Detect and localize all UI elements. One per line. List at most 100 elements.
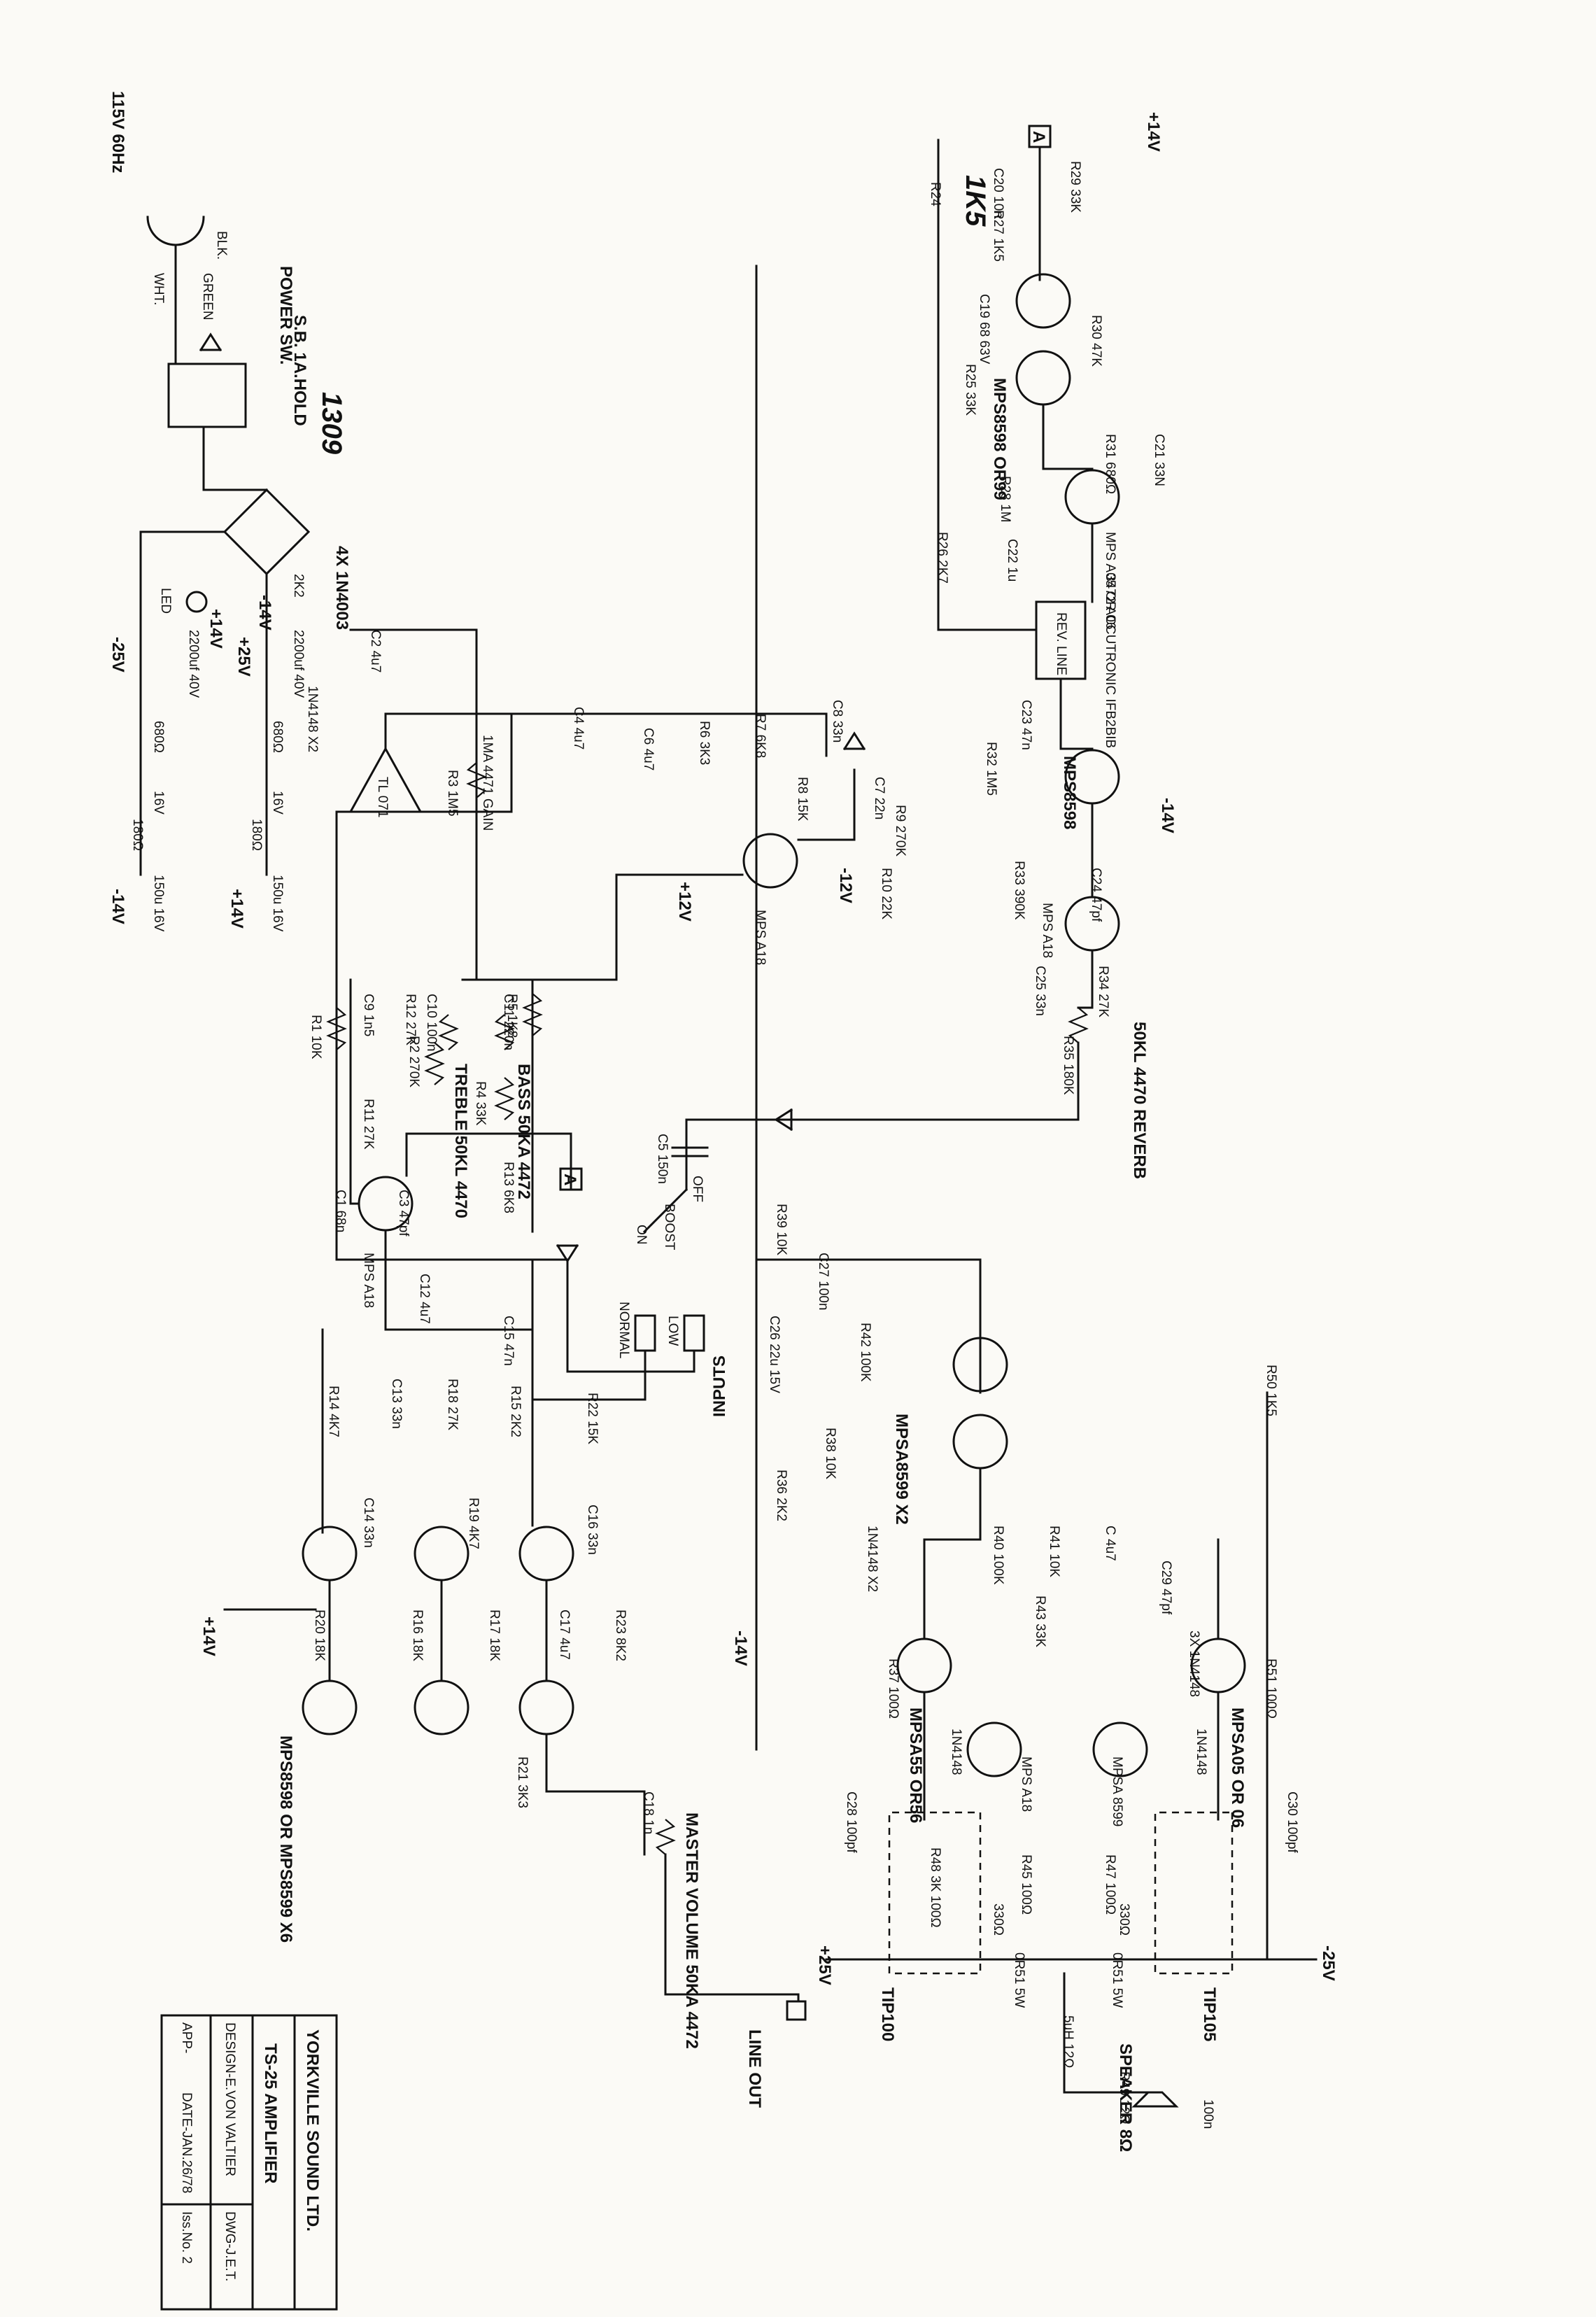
reverb-handwritten: 1K5 — [960, 175, 991, 227]
r-pos-label: 680Ω — [270, 721, 285, 753]
re2-label: 0R51 5W — [1012, 1952, 1026, 2008]
power-diff-q-label: MPSA8599 X2 — [892, 1414, 911, 1525]
power-rail-pos: +25V — [815, 1945, 834, 1985]
power-amp-section: R39 10K C27 100n R42 100K C26 22u 15V R3… — [755, 265, 1338, 2152]
opamp-label: TL 071 — [375, 777, 390, 817]
power-handwritten: 1309 — [316, 392, 347, 455]
title-date: DATE-JAN.26/78 — [179, 2092, 194, 2193]
jack-normal-icon — [634, 1314, 656, 1352]
r-pos2-label: 180Ω — [249, 819, 264, 851]
cap-neg2-label: 150u 16V — [151, 875, 166, 932]
v-pos12-label: +12V — [675, 882, 694, 922]
r34-label: R34 27K — [1096, 966, 1110, 1017]
r20-label: R20 18K — [312, 1610, 327, 1661]
jack-low-icon — [683, 1314, 705, 1352]
c9-label: C9 1n5 — [361, 994, 376, 1036]
mps-a18-preamp-transistor — [742, 833, 798, 889]
wire-blk: BLK. — [214, 231, 229, 260]
preamp-section: R1 10K R2 270K R4 33K R5 1K8 C1 68n C3 4… — [206, 595, 908, 1237]
reverb-section: A R29 33K C20 10n R27 1K5 R24 1K5 C19 68… — [755, 112, 1177, 1751]
r36-label: R36 2K2 — [774, 1470, 789, 1521]
r9-label: R9 270K — [893, 805, 908, 857]
c10-label: C10 100n — [424, 994, 439, 1051]
mains-plug-icon — [146, 216, 205, 246]
c1-label: C1 68n — [333, 1190, 348, 1232]
c29-label: C29 47pf — [1159, 1561, 1173, 1615]
eq-vneg14: -14V — [731, 1631, 750, 1666]
r24-label: R24 — [928, 182, 942, 206]
rail-neg-label: -25V — [108, 637, 127, 672]
r10-label: R10 22K — [879, 868, 894, 920]
c16-label: C16 33n — [585, 1505, 600, 1555]
r22-label: R22 15K — [585, 1393, 600, 1444]
r18-label: R18 27K — [445, 1379, 460, 1430]
reverb-transistor-3 — [1064, 749, 1120, 805]
diode-1-label: 1N4148 — [1194, 1728, 1208, 1775]
rail-pos-label: +25V — [234, 637, 253, 677]
c2-label: C2 4u7 — [368, 630, 383, 672]
reverb-transistor-2 — [1015, 350, 1071, 406]
r11-label: R11 27K — [361, 1099, 376, 1150]
r12-label: R12 27K — [403, 994, 418, 1045]
fuse-label: S.B. 1A.HOLD — [290, 315, 309, 426]
reverb-pot-label: 50KL 4470 REVERB — [1130, 1022, 1149, 1179]
c19-label: C19 68 63V — [977, 294, 991, 365]
reverb-pot[interactable] — [1068, 1007, 1089, 1043]
wire-wht: WHT. — [151, 273, 166, 305]
treble-pot[interactable] — [438, 1014, 459, 1050]
input-section: INPUTS LOW NORMAL OFF BOOST ON — [335, 978, 793, 1417]
c26-label: C26 22u 15V — [767, 1316, 782, 1393]
title-approved: APP- — [179, 2022, 194, 2053]
r17-label: R16 18K — [410, 1610, 425, 1661]
r7-label: R7 6K8 — [753, 714, 768, 758]
c12-label: C12 4u7 — [417, 1274, 432, 1324]
r42-label: R42 100K — [858, 1323, 873, 1382]
pre-driver-transistor-2 — [966, 1721, 1022, 1777]
c18-label: C18 1n — [641, 1791, 656, 1834]
c14-label: C14 33n — [361, 1498, 376, 1548]
out-pos-label: +14V — [227, 889, 246, 929]
r26-label: R26 2K7 — [935, 532, 949, 584]
c25-label: C25 33n — [1033, 966, 1047, 1016]
transformer — [167, 362, 247, 428]
power-rail-neg: -25V — [1319, 1945, 1338, 1981]
r-neg-label: 680Ω — [151, 721, 166, 753]
master-volume-pot[interactable] — [655, 1819, 676, 1855]
jack-normal-label: NORMAL — [616, 1302, 631, 1358]
reverb-driver-q-label: MPS A05 OR 06 — [1103, 532, 1117, 629]
r8-label: R8 15K — [795, 777, 810, 822]
line-out-label: LINE OUT — [745, 2029, 764, 2108]
r50b-label: 12Ω — [1061, 2043, 1075, 2068]
r15-label: R15 2K2 — [508, 1386, 523, 1437]
eq-q-label: MPS8598 OR MPS8599 X6 — [276, 1735, 295, 1943]
c8-label: C8 33n — [830, 700, 845, 742]
boost-switch[interactable] — [642, 1188, 688, 1234]
reverb-q3-label: MPS8598 — [1060, 756, 1079, 829]
preamp-vpos14: +14V — [206, 609, 225, 649]
power-switch-label: POWER SW. — [276, 266, 295, 365]
tip105-box — [1154, 1811, 1234, 1975]
out-pos-label: TIP100 — [878, 1987, 897, 2041]
title-issue: Iss.No. 2 — [179, 2211, 194, 2264]
r4-label: R4 33K — [473, 1081, 488, 1126]
q-mid1-label: MPSA 8599 — [1110, 1756, 1124, 1826]
power-supply-section: 115V 60Hz BLK. GREEN WHT. POWER SW. S.B.… — [108, 91, 351, 932]
cap-pos2-label: 150u 16V — [270, 875, 285, 932]
r31-label: R31 680Ω — [1103, 434, 1117, 494]
mains-label: 115V 60Hz — [108, 91, 127, 173]
r40-label: R40 100K — [991, 1526, 1005, 1585]
reverb-tank-part: 3472 ACCUTRONIC IFB2BIB — [1103, 574, 1117, 748]
c6-label: C6 4u7 — [641, 728, 656, 770]
eq-section: C15 47n R22 15K C16 33n R15 2K2 R18 27K … — [199, 1316, 807, 2108]
reverb-driver-transistor — [1064, 469, 1120, 525]
r19-label: R19 4K7 — [466, 1498, 481, 1549]
boost-on-label: ON — [634, 1225, 649, 1245]
zener-pos-label: 16V — [270, 791, 285, 815]
r51-label: R51 100Ω — [1264, 1658, 1278, 1719]
tone-buffer-transistor — [358, 1176, 414, 1232]
c3-label: C3 47pf — [396, 1190, 411, 1237]
title-company: YORKVILLE SOUND LTD. — [303, 2029, 322, 2232]
bass-pot[interactable] — [494, 1014, 515, 1050]
r38-label: R38 10K — [823, 1428, 838, 1479]
